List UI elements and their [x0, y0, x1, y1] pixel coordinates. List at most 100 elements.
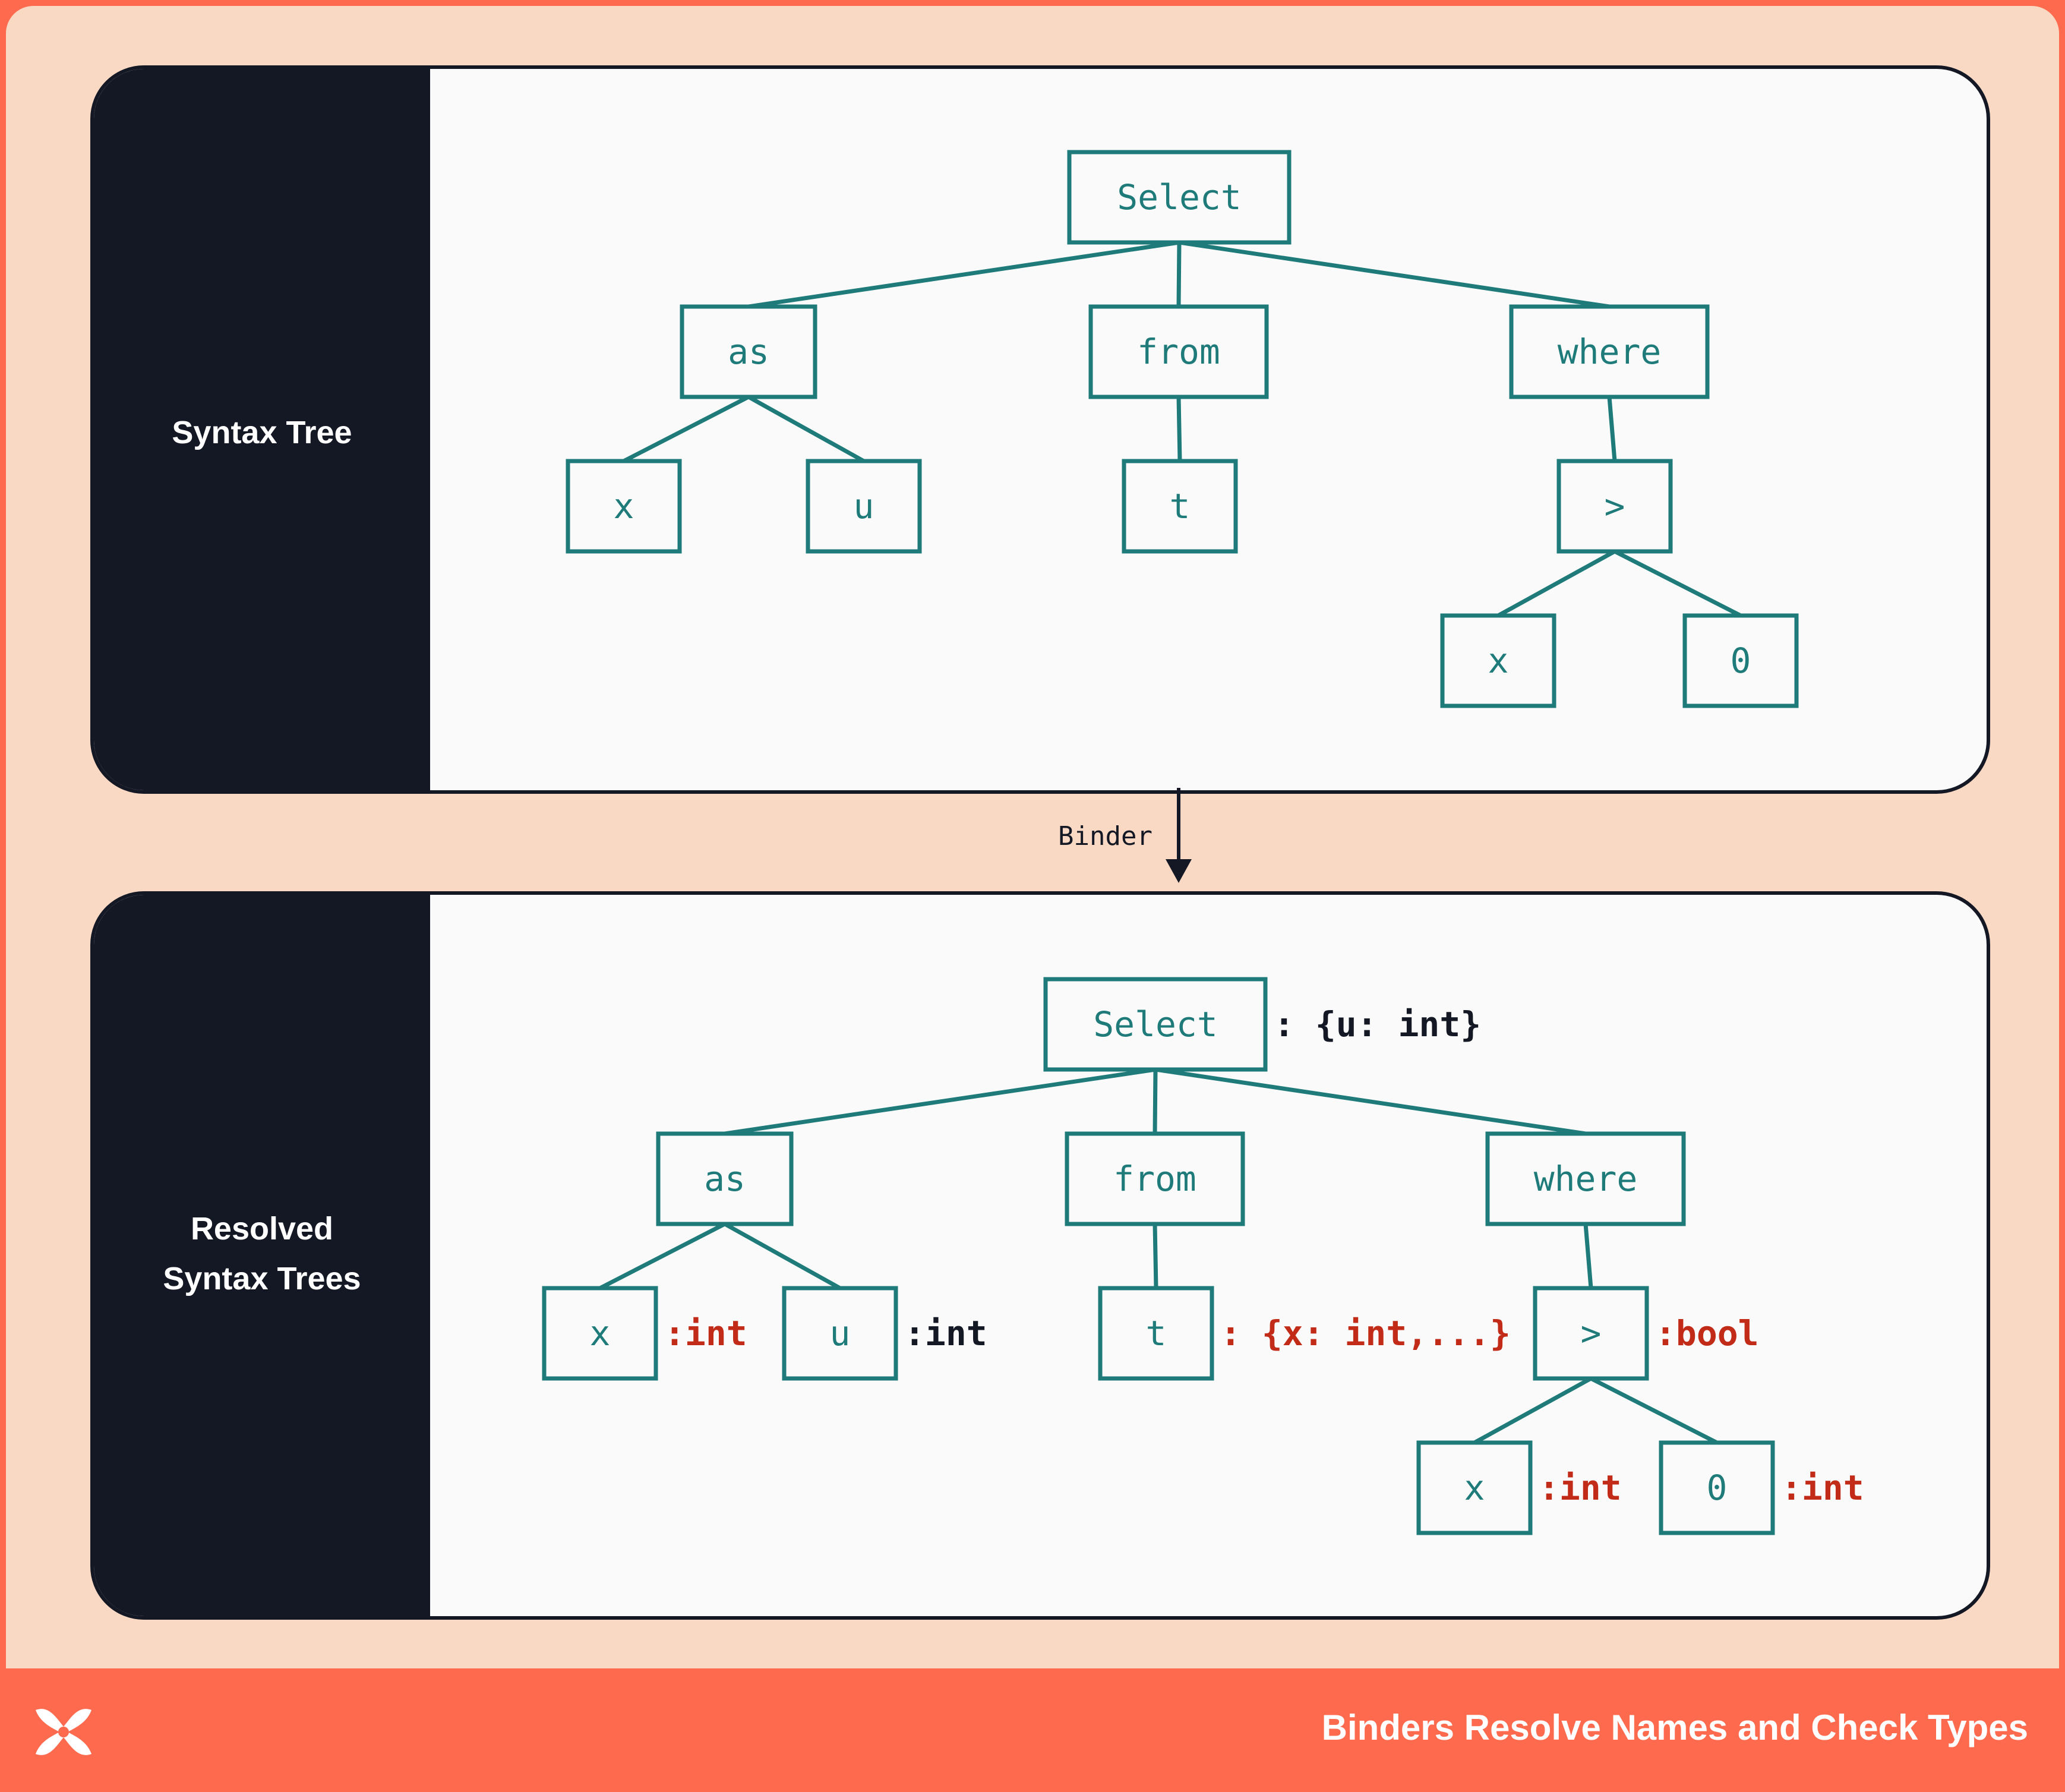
syntax-node-label-x1: x — [614, 486, 634, 526]
syntax-tree-label-line-1: Syntax Tree — [172, 415, 352, 450]
resolved-node-select: Select : {u: int} — [1043, 977, 1481, 1072]
syntax-node-label-where: where — [1558, 332, 1662, 372]
resolved-node-box-t — [1098, 1286, 1214, 1381]
syntax-node-box-as — [680, 304, 817, 399]
resolved-edge-from-t — [1153, 1223, 1158, 1289]
resolved-node-box-gt — [1533, 1286, 1649, 1381]
resolved-node-from: from — [1065, 1131, 1245, 1226]
resolved-node-label-x1: x — [590, 1313, 611, 1354]
resolved-node-box-zero — [1659, 1440, 1775, 1535]
syntax-node-x2: x — [1440, 613, 1556, 708]
syntax-edge-gt-x2 — [1497, 549, 1616, 618]
resolved-type-annotation-select: : {u: int} — [1274, 1004, 1481, 1045]
resolved-edge-as-u — [724, 1222, 841, 1291]
resolved-node-label-as: as — [704, 1159, 746, 1199]
resolved-node-label-u: u — [830, 1313, 851, 1354]
resolved-node-label-where: where — [1534, 1159, 1638, 1199]
syntax-edge-as-x1 — [623, 395, 750, 463]
resolved-node-box-x2 — [1416, 1440, 1533, 1535]
resolved-edge-select-where — [1155, 1067, 1586, 1136]
resolved-node-label-from: from — [1113, 1159, 1196, 1199]
syntax-node-label-as: as — [728, 332, 769, 372]
resolved-node-box-from — [1065, 1131, 1245, 1226]
syntax-edge-select-where — [1179, 240, 1610, 309]
binder-arrow: Binder — [1058, 788, 1192, 883]
resolved-node-t: t : {x: int,...} — [1098, 1286, 1511, 1381]
syntax-node-from: from — [1088, 304, 1269, 399]
resolved-syntax-trees-label-line-2: Syntax Trees — [163, 1261, 361, 1296]
resolved-type-annotation-u: :int — [904, 1313, 987, 1354]
resolved-edge-as-x1 — [599, 1222, 726, 1291]
resolved-node-label-select: Select — [1093, 1004, 1218, 1045]
resolved-type-annotation-x2: :int — [1539, 1468, 1622, 1508]
syntax-edge-select-as — [748, 240, 1180, 309]
syntax-node-box-zero — [1682, 613, 1799, 708]
resolved-node-box-as — [656, 1131, 794, 1226]
resolved-type-annotation-zero: :int — [1781, 1468, 1864, 1508]
syntax-node-label-u: u — [854, 486, 874, 526]
resolved-node-where: where — [1485, 1131, 1686, 1226]
syntax-node-label-x2: x — [1488, 641, 1509, 681]
syntax-node-x1: x — [566, 459, 682, 554]
resolved-node-x1: x :int — [542, 1286, 747, 1381]
resolved-node-u: u :int — [782, 1286, 987, 1381]
syntax-node-box-where — [1509, 304, 1710, 399]
resolved-edge-gt-x2 — [1473, 1376, 1592, 1445]
resolved-syntax-trees-label-line-1: Resolved — [190, 1211, 334, 1247]
syntax-tree: Select as from where x u t > x 0 — [566, 150, 1799, 708]
syntax-tree-panel: Syntax Tree — [90, 65, 1990, 794]
resolved-syntax-tree: Select : {u: int} as from where x :int u :int t : … — [542, 977, 1864, 1535]
syntax-node-as: as — [680, 304, 817, 399]
resolved-type-annotation-gt: :bool — [1655, 1313, 1759, 1354]
syntax-node-label-zero: 0 — [1731, 641, 1751, 681]
resolved-node-zero: 0 :int — [1659, 1440, 1864, 1535]
syntax-node-box-t — [1122, 459, 1238, 554]
syntax-edge-from-t — [1176, 396, 1182, 462]
syntax-edge-where-gt — [1607, 396, 1617, 462]
binder-label: Binder — [1058, 821, 1153, 851]
resolved-node-label-t: t — [1146, 1313, 1167, 1354]
resolved-node-label-zero: 0 — [1707, 1468, 1728, 1508]
syntax-node-box-x2 — [1440, 613, 1556, 708]
syntax-node-label-select: Select — [1117, 177, 1242, 217]
syntax-node-box-x1 — [566, 459, 682, 554]
resolved-type-annotation-t: : {x: int,...} — [1220, 1313, 1511, 1354]
resolved-edge-select-as — [724, 1067, 1156, 1136]
syntax-edge-gt-zero — [1614, 549, 1742, 618]
syntax-tree-label: Syntax Tree — [94, 408, 430, 458]
syntax-node-box-gt — [1556, 459, 1673, 554]
footer-title: Binders Resolve Names and Check Types — [1321, 1708, 2028, 1747]
resolved-node-label-x2: x — [1464, 1468, 1485, 1508]
syntax-edge-as-u — [747, 395, 865, 463]
syntax-node-u: u — [806, 459, 922, 554]
syntax-node-t: t — [1122, 459, 1238, 554]
syntax-node-zero: 0 — [1682, 613, 1799, 708]
syntax-node-label-t: t — [1170, 486, 1191, 526]
resolved-node-x2: x :int — [1416, 1440, 1622, 1535]
syntax-node-label-gt: > — [1605, 486, 1625, 526]
resolved-edge-where-gt — [1583, 1223, 1593, 1289]
resolved-node-as: as — [656, 1131, 794, 1226]
syntax-node-box-select — [1067, 150, 1292, 245]
binder-arrow-head — [1166, 859, 1192, 883]
resolved-type-annotation-x1: :int — [664, 1313, 747, 1354]
syntax-tree-sidebar: Syntax Tree — [94, 69, 430, 790]
brand-x-logo-icon — [31, 1699, 96, 1765]
resolved-node-box-where — [1485, 1131, 1686, 1226]
syntax-node-gt: > — [1556, 459, 1673, 554]
syntax-node-where: where — [1509, 304, 1710, 399]
syntax-node-select: Select — [1067, 150, 1292, 245]
syntax-node-box-u — [806, 459, 922, 554]
syntax-node-box-from — [1088, 304, 1269, 399]
resolved-node-box-select — [1043, 977, 1268, 1072]
resolved-node-box-x1 — [542, 1286, 658, 1381]
resolved-edge-gt-zero — [1590, 1376, 1718, 1445]
syntax-node-label-from: from — [1137, 332, 1220, 372]
resolved-node-box-u — [782, 1286, 898, 1381]
resolved-node-label-gt: > — [1581, 1313, 1602, 1354]
